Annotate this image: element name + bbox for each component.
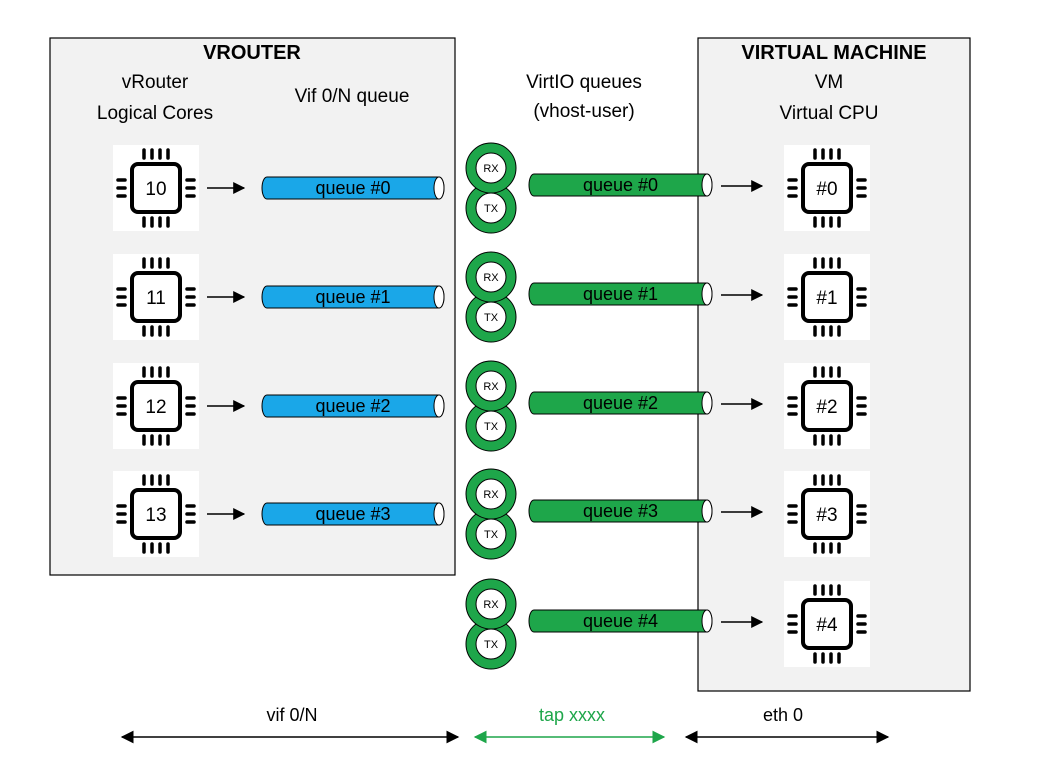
- eth-label: eth 0: [763, 705, 803, 725]
- vif-queue-2: queue #2: [261, 394, 445, 418]
- rx-label: RX: [483, 163, 499, 175]
- virtio-rxtx-4: RX TX: [465, 578, 517, 670]
- rx-label: RX: [483, 599, 499, 611]
- vm-label-line2: Virtual CPU: [780, 103, 879, 124]
- vif-queue-3: queue #3: [261, 502, 445, 526]
- vrouter-core-13-label: 13: [145, 505, 166, 526]
- vm-cpu-0-label: #0: [816, 179, 837, 200]
- virtio-queue-1-label: queue #1: [583, 284, 658, 304]
- vrouter-core-12-label: 12: [145, 397, 166, 418]
- virtio-queue-2: queue #2: [528, 391, 713, 415]
- virtio-queue-0: queue #0: [528, 173, 713, 197]
- tx-label: TX: [484, 421, 499, 433]
- vrouter-cores-label-line2: Logical Cores: [97, 103, 213, 124]
- vm-cpu-3: #3: [784, 471, 870, 557]
- vm-cpu-2: #2: [784, 363, 870, 449]
- virtio-rxtx-1: RX TX: [465, 251, 517, 343]
- virtio-queue-3-label: queue #3: [583, 501, 658, 521]
- vm-label-line1: VM: [815, 72, 844, 93]
- vif-queue-1: queue #1: [261, 285, 445, 309]
- vif-label: vif 0/N: [266, 705, 317, 725]
- virtio-queue-2-label: queue #2: [583, 393, 658, 413]
- vrouter-core-11: 11: [113, 254, 199, 340]
- rx-label: RX: [483, 489, 499, 501]
- vif-queue-3-label: queue #3: [315, 504, 390, 524]
- vrouter-core-11-label: 11: [146, 288, 166, 309]
- tap-label: tap xxxx: [539, 705, 605, 725]
- virtio-label-line1: VirtIO queues: [526, 72, 642, 93]
- vm-cpu-0: #0: [784, 145, 870, 231]
- virtio-rows: RX TX queue #0 RX TX queue #1 RX TX queue #2 RX TX…: [465, 142, 713, 670]
- vif-queue-0-label: queue #0: [315, 178, 390, 198]
- virtio-queue-4-label: queue #4: [583, 611, 658, 631]
- virtio-queue-4: queue #4: [528, 609, 713, 633]
- virtio-queue-1: queue #1: [528, 282, 713, 306]
- vm-cpu-4: #4: [784, 581, 870, 667]
- vm-cpu-3-label: #3: [816, 505, 837, 526]
- tx-label: TX: [484, 639, 499, 651]
- vm-cpu-1: #1: [784, 254, 870, 340]
- vif-queue-0: queue #0: [261, 176, 445, 200]
- tx-label: TX: [484, 312, 499, 324]
- vrouter-cores-label-line1: vRouter: [122, 72, 189, 93]
- vrouter-core-10: 10: [113, 145, 199, 231]
- vrouter-core-13: 13: [113, 471, 199, 557]
- virtio-queue-0-label: queue #0: [583, 175, 658, 195]
- vm-title: VIRTUAL MACHINE: [741, 42, 926, 64]
- vm-cpu-1-label: #1: [816, 288, 837, 309]
- virtio-rxtx-2: RX TX: [465, 360, 517, 452]
- virtio-label-line2: (vhost-user): [533, 101, 634, 122]
- virtio-rxtx-0: RX TX: [465, 142, 517, 234]
- rx-label: RX: [483, 272, 499, 284]
- vrouter-core-10-label: 10: [145, 179, 166, 200]
- virtio-rxtx-3: RX TX: [465, 468, 517, 560]
- tx-label: TX: [484, 203, 499, 215]
- virtio-queue-3: queue #3: [528, 499, 713, 523]
- vif-queue-column-label: Vif 0/N queue: [295, 86, 410, 107]
- vm-cpu-2-label: #2: [816, 397, 837, 418]
- vrouter-rows: 10 queue #0 11 queue #1 12 queue #2 13 queue #3: [113, 145, 445, 557]
- vrouter-core-12: 12: [113, 363, 199, 449]
- vm-rows: #0 #1 #2 #3 #4: [721, 145, 870, 667]
- bottom-legend: vif 0/N tap xxxx eth 0: [120, 705, 890, 744]
- vm-cpu-4-label: #4: [816, 615, 838, 636]
- vif-queue-2-label: queue #2: [315, 396, 390, 416]
- rx-label: RX: [483, 381, 499, 393]
- vif-queue-1-label: queue #1: [315, 287, 390, 307]
- tx-label: TX: [484, 529, 499, 541]
- vrouter-title: VROUTER: [203, 42, 301, 64]
